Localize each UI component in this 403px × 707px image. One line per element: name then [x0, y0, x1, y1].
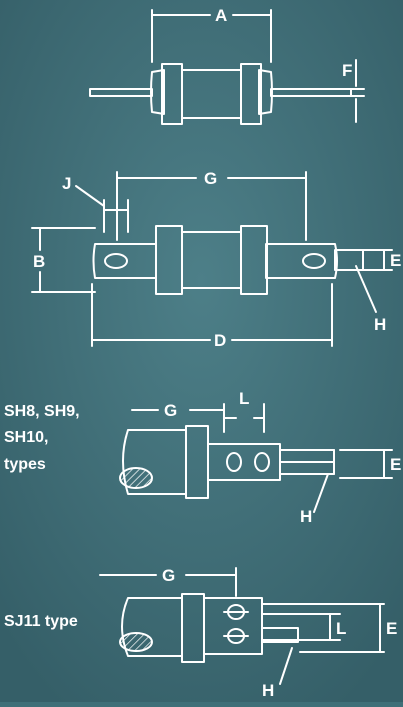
dim-e-label: E — [390, 251, 401, 270]
sj11-caption: SJ11 type — [4, 613, 78, 630]
dim-b-label: B — [33, 252, 45, 271]
sh-types-caption-line3: types — [4, 456, 46, 473]
dim-f-label: F — [342, 61, 352, 80]
sh-dim-h-label: H — [300, 507, 312, 526]
sh-dim-g-label: G — [164, 401, 177, 420]
sh-types-caption-line2: SH10, — [4, 429, 48, 446]
dim-g-label: G — [204, 169, 217, 188]
sj11-dim-g-label: G — [162, 566, 175, 585]
sj11-dim-e-label: E — [386, 619, 397, 638]
sh-types-caption-line1: SH8, SH9, — [4, 403, 80, 420]
dim-d-label: D — [214, 331, 226, 350]
dim-a-label: A — [215, 6, 227, 25]
sh-dim-e-label: E — [390, 455, 401, 474]
dim-h-label: H — [374, 315, 386, 334]
sj11-dim-l-label: L — [336, 619, 346, 638]
dim-j-label: J — [62, 174, 71, 193]
sj11-dim-h-label: H — [262, 681, 274, 700]
sh-dim-l-label: L — [239, 389, 249, 408]
